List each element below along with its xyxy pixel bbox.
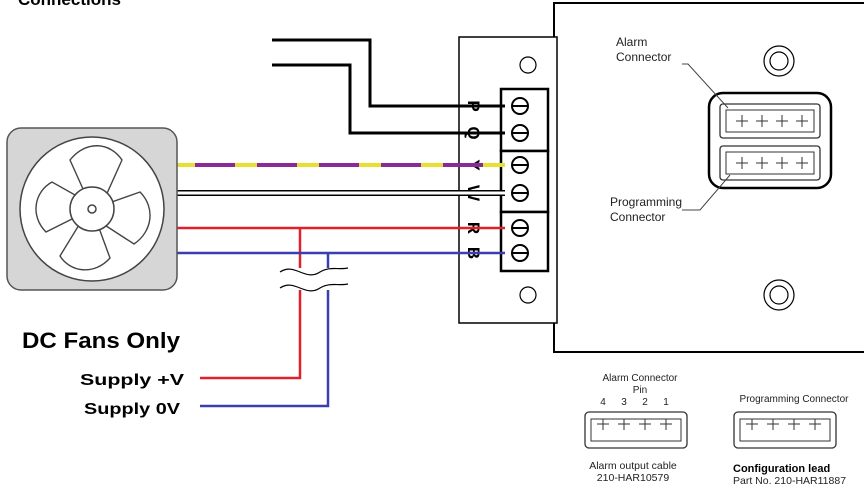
alarm-leader-line (682, 63, 729, 109)
detail-pin-2: 2 (642, 397, 648, 408)
connector-icon (584, 411, 688, 449)
connector-icon (719, 145, 821, 181)
detail-pin-1: 1 (663, 397, 669, 408)
mounting-hole-icon (519, 56, 537, 74)
supply-zero-label: Supply 0V (84, 401, 180, 418)
alarm-connector-label-1: Alarm (616, 35, 647, 49)
detail-pin-3: 3 (621, 397, 627, 408)
wire-supply-zero (200, 253, 330, 408)
detail-prog-title: Programming Connector (740, 394, 850, 405)
mounting-hole-icon (519, 286, 537, 304)
detail-config-lead: Configuration lead (733, 463, 830, 475)
detail-config-part: Part No. 210-HAR11887 (733, 475, 846, 487)
terminal-block (499, 87, 550, 273)
diagram-title: Connections (18, 0, 121, 9)
dc-fans-only-label: DC Fans Only (22, 328, 181, 353)
detail-alarm-cable: Alarm output cable (589, 460, 677, 472)
detail-pin-label: Pin (633, 385, 647, 396)
connector-icon (733, 411, 837, 449)
detail-pin-4: 4 (600, 397, 606, 408)
programming-connector-label-2: Connector (610, 210, 665, 224)
mounting-hole-icon (763, 279, 795, 311)
detail-alarm-title: Alarm Connector (602, 373, 678, 384)
fan-icon (6, 127, 178, 291)
detail-alarm-part: 210-HAR10579 (597, 472, 670, 484)
connector-icon (719, 103, 821, 139)
wire-p (272, 38, 505, 108)
wire-supply-pos (200, 228, 302, 380)
screw-terminal-icon (511, 97, 529, 262)
programming-leader-line (682, 174, 731, 211)
alarm-connector-label-2: Connector (616, 50, 671, 64)
supply-pos-label: Supply +V (80, 372, 184, 389)
wire-break-mark (279, 267, 349, 292)
programming-connector-label-1: Programming (610, 195, 682, 209)
wire-q (272, 63, 505, 135)
mounting-hole-icon (763, 45, 795, 77)
